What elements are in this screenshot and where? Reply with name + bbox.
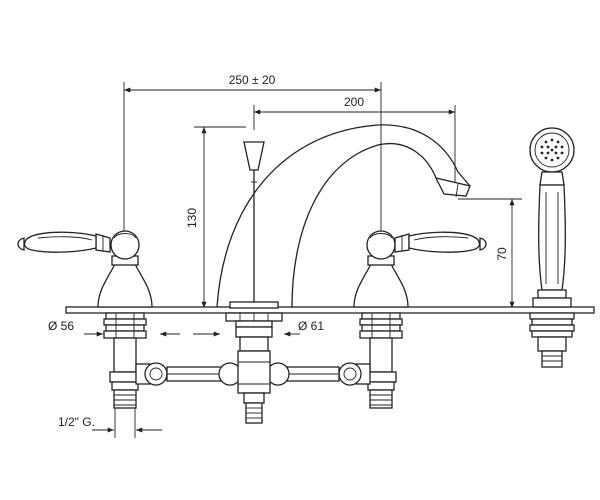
dimension-spout-reach: 200 [253, 95, 456, 182]
shower-underdeck-fitting [529, 312, 575, 368]
dimension-shower-height: 70 [458, 198, 522, 308]
hand-shower [529, 127, 575, 308]
crossover-pipes [135, 326, 371, 424]
dimension-diameter-left: Ø 56 [48, 319, 180, 337]
right-underdeck-fitting [359, 312, 403, 409]
left-valve [17, 230, 153, 308]
label-diameter-center: Ø 61 [298, 319, 324, 333]
spout [216, 124, 471, 328]
label-total-width: 250 ± 20 [229, 73, 276, 87]
right-valve [353, 230, 487, 308]
label-thread: 1/2" G. [58, 415, 95, 429]
left-underdeck-fitting [103, 312, 147, 409]
label-shower-height: 70 [495, 247, 509, 261]
dimension-spout-height: 130 [185, 126, 246, 308]
dimension-diameter-center: Ø 61 [193, 319, 324, 337]
label-diameter-left: Ø 56 [48, 319, 74, 333]
deck-plate [65, 306, 595, 314]
waste-pull-rod [243, 141, 265, 303]
dimension-thread: 1/2" G. [58, 408, 162, 438]
shower-nozzles [540, 138, 564, 162]
label-spout-height: 130 [185, 208, 199, 228]
label-spout-reach: 200 [344, 95, 364, 109]
